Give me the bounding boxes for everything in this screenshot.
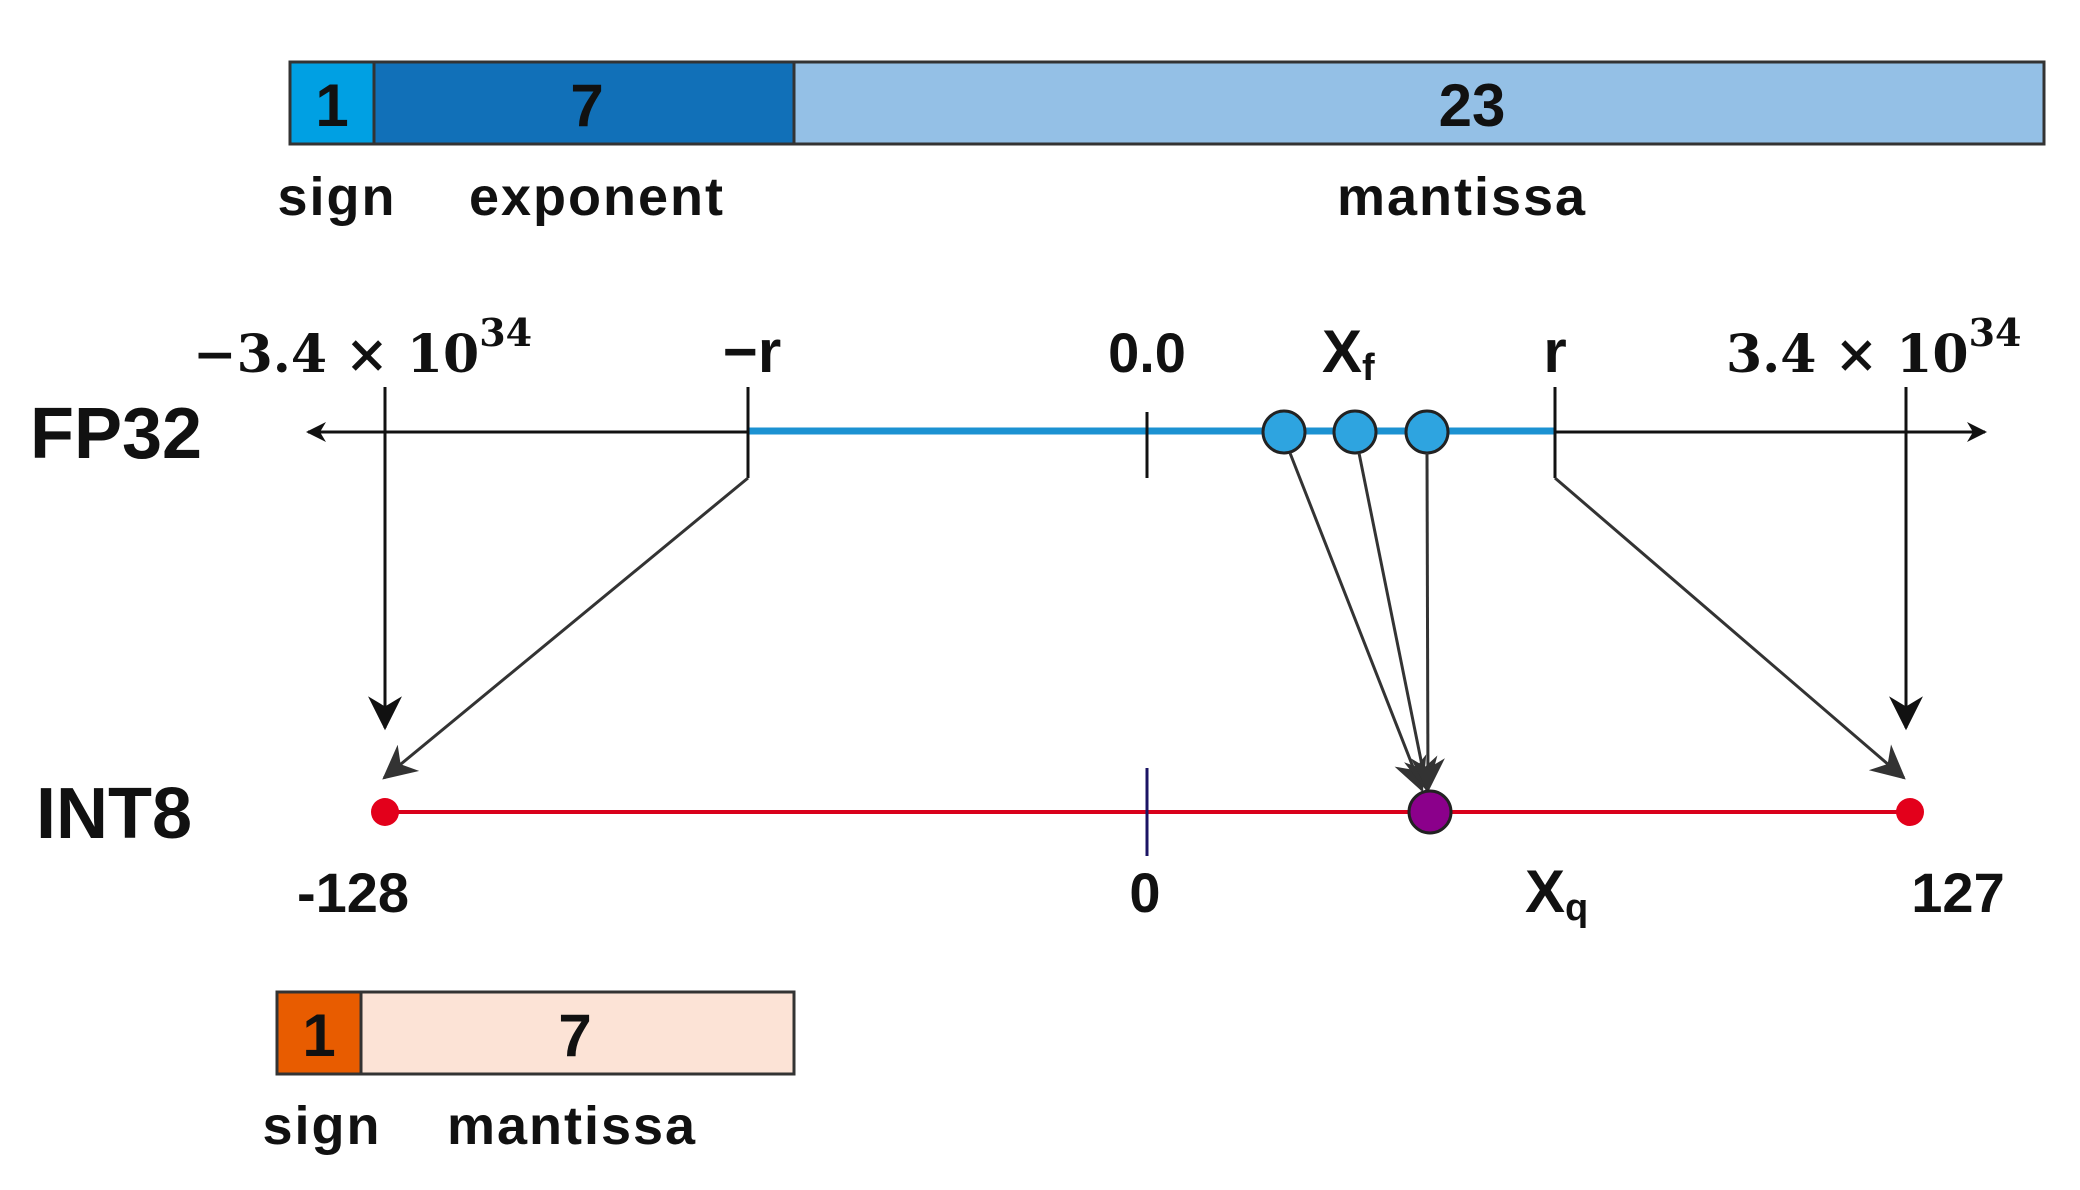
label-fp32-max: 3.4 × 1034 (1726, 310, 2022, 385)
label-xq: Xq (1525, 858, 1588, 929)
int8-max-point (1896, 798, 1924, 826)
label-neg-r: −r (723, 318, 781, 385)
fp32-row-label: FP32 (30, 394, 202, 474)
int8-min-point (371, 798, 399, 826)
int8-sign-label: sign (262, 1096, 381, 1156)
fp32-number-line: FP32 −3.4 × 1034 −r 0.0 Xf r 3.4 × 1034 (30, 310, 2022, 478)
xq-point (1407, 789, 1453, 835)
arrow-xf2-to-xq (1357, 452, 1438, 793)
xf-point-2 (1332, 409, 1378, 455)
xf-point-3 (1404, 409, 1450, 455)
label-pos-r: r (1543, 318, 1566, 385)
fp32-mantissa-bits: 23 (1439, 72, 1506, 139)
int8-mantissa-bits: 7 (558, 1002, 591, 1069)
arrow-neg-r-to-min (382, 476, 749, 780)
fp32-sign-label: sign (277, 167, 396, 227)
int8-mantissa-field (359, 990, 796, 1076)
fp32-exponent-label: exponent (469, 167, 725, 227)
int8-sign-bits: 1 (302, 1002, 335, 1069)
xf-point-1 (1261, 409, 1307, 455)
int8-bit-layout: 1 7 sign mantissa (262, 990, 796, 1156)
int8-sign-field (275, 990, 363, 1076)
fp32-sign-bits: 1 (315, 72, 348, 139)
arrow-pos-r-to-max (1554, 476, 1906, 780)
int8-mantissa-label: mantissa (447, 1096, 697, 1156)
fp32-mantissa-label: mantissa (1337, 167, 1587, 227)
fp32-exponent-bits: 7 (570, 72, 603, 139)
label-int8-min: -128 (297, 861, 409, 924)
fp32-exponent-field (372, 60, 796, 146)
label-xf: Xf (1322, 318, 1375, 389)
label-fp32-min: −3.4 × 1034 (193, 310, 532, 385)
int8-number-line: INT8 -128 0 Xq 127 (36, 768, 2005, 929)
label-zero-fp32: 0.0 (1108, 321, 1186, 384)
fp32-sign-field (288, 60, 376, 146)
fp32-mantissa-field (792, 60, 2046, 146)
mapping-arrows (368, 452, 1923, 793)
arrow-xf1-to-xq (1288, 452, 1427, 793)
label-int8-max: 127 (1911, 861, 2004, 924)
label-zero-int8: 0 (1129, 861, 1160, 924)
arrow-xf3-to-xq (1410, 452, 1445, 793)
int8-row-label: INT8 (36, 774, 192, 854)
fp32-bit-layout: 1 7 23 sign exponent mantissa (277, 60, 2046, 227)
